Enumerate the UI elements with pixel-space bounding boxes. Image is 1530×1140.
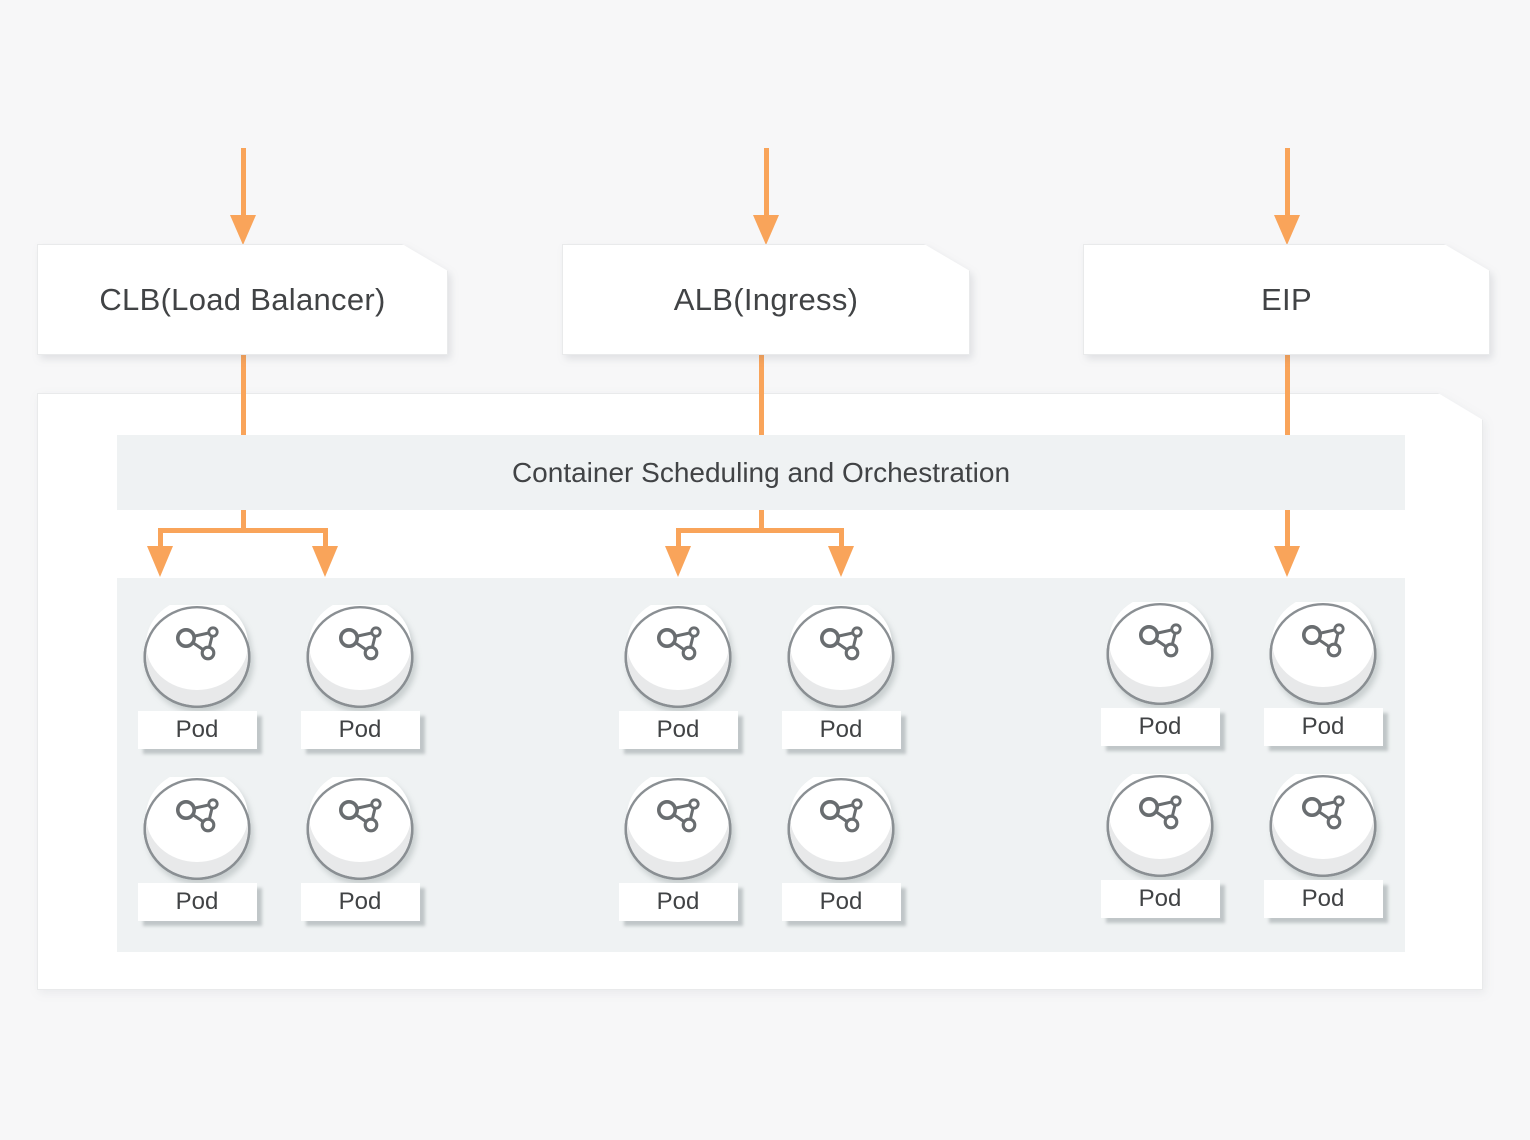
pod-cylinder-molecule-icon: [305, 605, 415, 709]
pod-label: Pod: [1100, 708, 1220, 746]
pod: Pod: [300, 777, 420, 922]
clb-incoming-arrow-line: [240, 148, 246, 215]
pod-cylinder-molecule-icon: [1105, 774, 1215, 878]
eip-arrow-head-icon: [1274, 546, 1300, 577]
pod-cylinder-molecule-icon: [305, 777, 415, 881]
pod: Pod: [1263, 774, 1383, 919]
pod-cylinder-molecule-icon: [142, 777, 252, 881]
clb-branch-bar: [157, 528, 328, 533]
alb-branch-arrow-head-right-icon: [828, 546, 854, 577]
pod-label: Pod: [618, 711, 738, 749]
alb-branch-bar: [675, 528, 844, 533]
pod-label: Pod: [618, 883, 738, 921]
pod: Pod: [618, 777, 738, 922]
pod: Pod: [137, 777, 257, 922]
pod-cylinder-molecule-icon: [623, 605, 733, 709]
pod-label: Pod: [1263, 708, 1383, 746]
clb-incoming-arrow-head-icon: [230, 215, 256, 245]
clb-branch-drop-left: [157, 530, 163, 546]
pod-cylinder-molecule-icon: [1268, 774, 1378, 878]
pod-label: Pod: [300, 883, 420, 921]
clb-branch-arrow-head-right-icon: [312, 546, 338, 577]
eip-box-label: EIP: [1261, 281, 1312, 317]
pod-label: Pod: [781, 883, 901, 921]
clb-branch-arrow-head-left-icon: [147, 546, 173, 577]
pod: Pod: [1100, 602, 1220, 747]
clb-branch-drop-right: [322, 530, 328, 546]
clb-box-label: CLB(Load Balancer): [99, 281, 386, 317]
pod-cylinder-molecule-icon: [786, 605, 896, 709]
eip-box-background: [1083, 244, 1490, 355]
pod-cylinder-molecule-icon: [786, 777, 896, 881]
eip-incoming-arrow-line: [1284, 148, 1290, 215]
alb-branch-drop-right: [838, 530, 844, 546]
pod-label: Pod: [137, 711, 257, 749]
eip-incoming-arrow-head-icon: [1274, 215, 1300, 245]
pod: Pod: [300, 605, 420, 750]
pod-label: Pod: [137, 883, 257, 921]
pod-label: Pod: [1100, 880, 1220, 918]
pod: Pod: [781, 605, 901, 750]
pod-cylinder-molecule-icon: [142, 605, 252, 709]
eip-box: EIP: [1083, 244, 1490, 355]
pod: Pod: [1100, 774, 1220, 919]
clb-box-background: [37, 244, 448, 355]
alb-branch-drop-left: [675, 530, 681, 546]
pod-label: Pod: [300, 711, 420, 749]
clb-box: CLB(Load Balancer): [37, 244, 448, 355]
alb-incoming-arrow-head-icon: [753, 215, 779, 245]
pod-cylinder-molecule-icon: [1268, 602, 1378, 706]
alb-box-background: [562, 244, 970, 355]
pod-cylinder-molecule-icon: [1105, 602, 1215, 706]
pod: Pod: [618, 605, 738, 750]
alb-box-label: ALB(Ingress): [673, 281, 859, 317]
pod: Pod: [137, 605, 257, 750]
alb-incoming-arrow-line: [763, 148, 769, 215]
pod: Pod: [1263, 602, 1383, 747]
alb-box: ALB(Ingress): [562, 244, 970, 355]
pod-label: Pod: [1263, 880, 1383, 918]
pod-cylinder-molecule-icon: [623, 777, 733, 881]
pod: Pod: [781, 777, 901, 922]
alb-branch-arrow-head-left-icon: [665, 546, 691, 577]
scheduling-banner: Container Scheduling and Orchestration: [117, 435, 1405, 510]
pod-label: Pod: [781, 711, 901, 749]
